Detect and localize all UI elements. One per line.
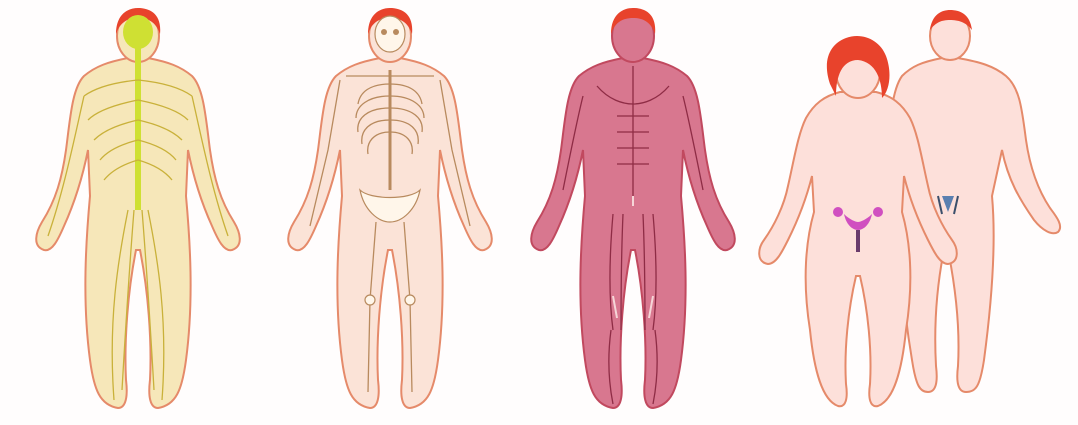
brain — [123, 15, 153, 49]
skull — [375, 16, 405, 52]
reproductive-system-bodies — [752, 0, 1078, 425]
nervous-system-figure — [18, 0, 268, 425]
skeletal-system-body — [270, 0, 520, 425]
nervous-system-body — [18, 0, 268, 425]
skeletal-system-figure — [270, 0, 520, 425]
muscular-system-figure — [513, 0, 763, 425]
reproductive-system-pair — [752, 0, 1078, 425]
muscular-system-body — [513, 0, 763, 425]
